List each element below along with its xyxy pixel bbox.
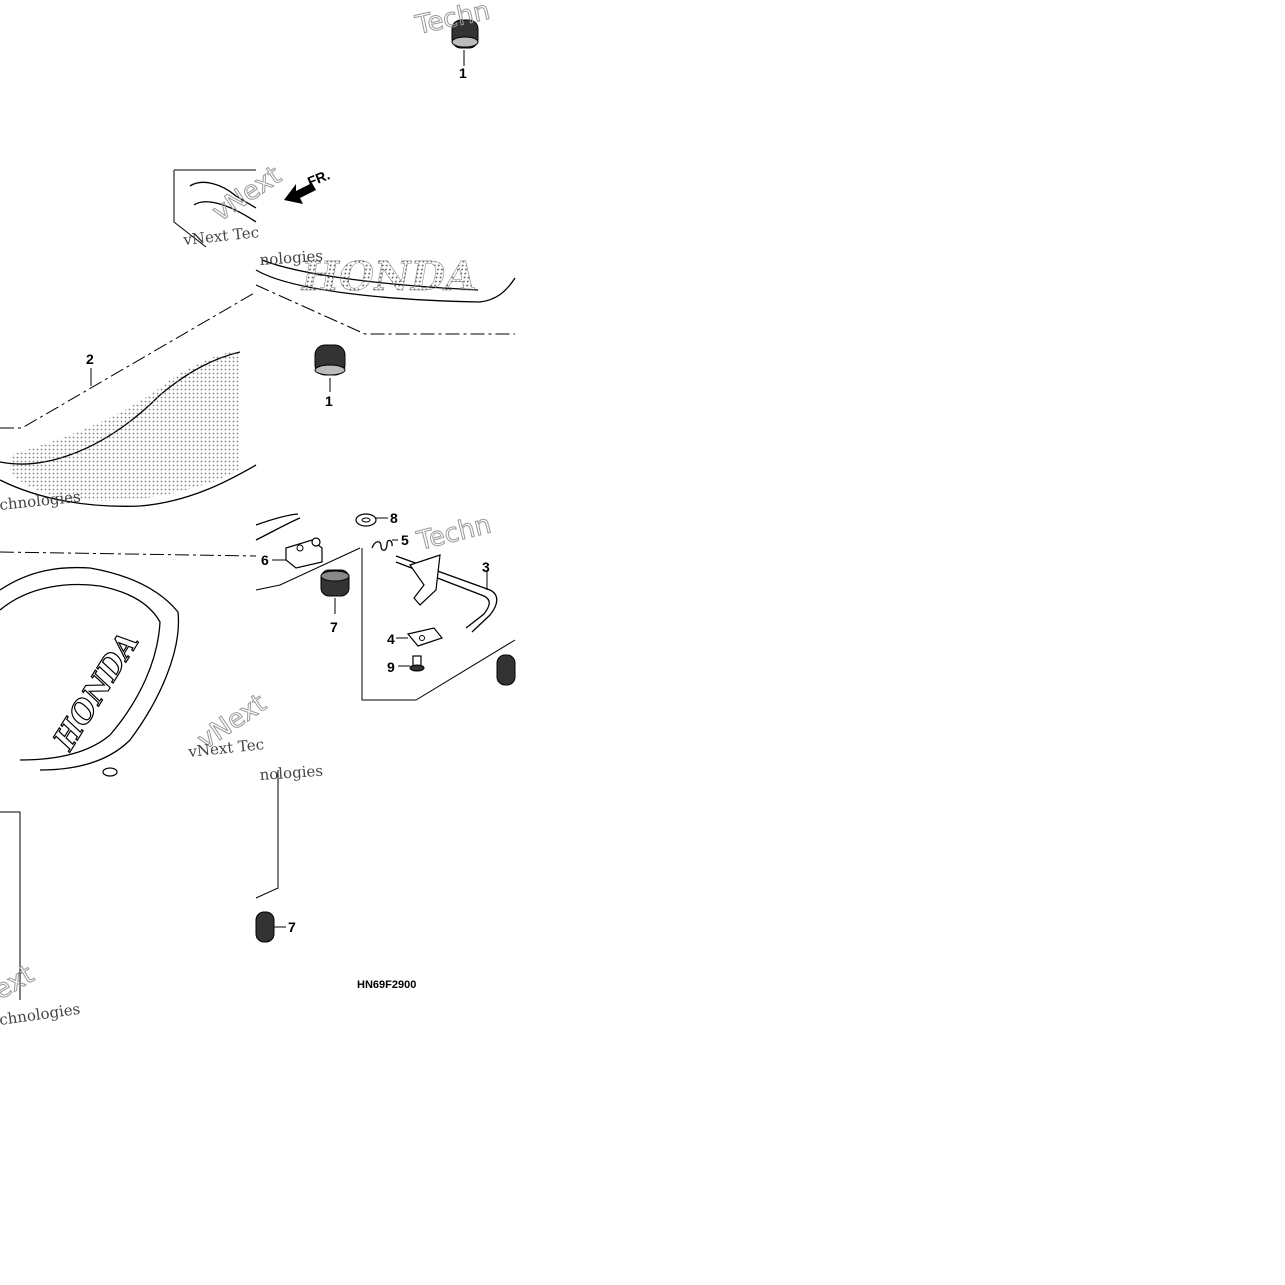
callout-8: 8 [390, 510, 398, 526]
part-5-spring [371, 539, 398, 551]
front-direction-arrow: FR. [284, 166, 332, 204]
part-9-bolt [398, 655, 425, 672]
diagram-code: HN69F2900 [357, 979, 416, 991]
part-small-lower-left [102, 767, 118, 777]
callout-4: 4 [387, 631, 395, 647]
callout-9: 9 [387, 659, 395, 675]
grommet-top [451, 19, 479, 66]
callout-7-lower: 7 [288, 919, 296, 935]
part-3-lock-rod [395, 554, 498, 633]
grommet-middle [314, 344, 346, 392]
callout-1-middle: 1 [325, 393, 333, 409]
callout-7-middle: 7 [330, 619, 338, 635]
part-4-clip [396, 627, 444, 647]
callout-3: 3 [482, 559, 490, 575]
callout-5: 5 [401, 532, 409, 548]
watermark-line2-low: nologies [259, 762, 324, 784]
seat-lower: HONDA [0, 513, 361, 1000]
watermark-line2-top: nologies [259, 247, 324, 269]
seat-cover-wing [0, 291, 257, 507]
part-7-nut [320, 569, 350, 614]
seat-cover-upper: HONDA [173, 169, 516, 335]
callout-2: 2 [86, 351, 94, 367]
lock-group-bracket [361, 548, 516, 701]
watermark: Techn vNext Tec nologies vNext chnologie… [0, 0, 495, 1029]
callout-6: 6 [261, 552, 269, 568]
watermark-techn-mid: Techn [413, 510, 494, 557]
watermark-brand-top: vNext [207, 160, 287, 227]
seat-logo-dotted: HONDA [297, 252, 481, 300]
watermark-chnologies-bottom: chnologies [0, 1000, 81, 1029]
watermark-line1-top: vNext Tec [182, 223, 260, 249]
front-direction-label: FR. [305, 166, 332, 189]
part-7-partial-right [496, 654, 516, 686]
part-6-bracket [272, 537, 323, 569]
part-7-nut-lower [255, 911, 286, 943]
part-8-nut [355, 513, 388, 527]
watermark-chnologies-mid: chnologies [0, 488, 82, 514]
callout-1-top: 1 [459, 65, 467, 81]
